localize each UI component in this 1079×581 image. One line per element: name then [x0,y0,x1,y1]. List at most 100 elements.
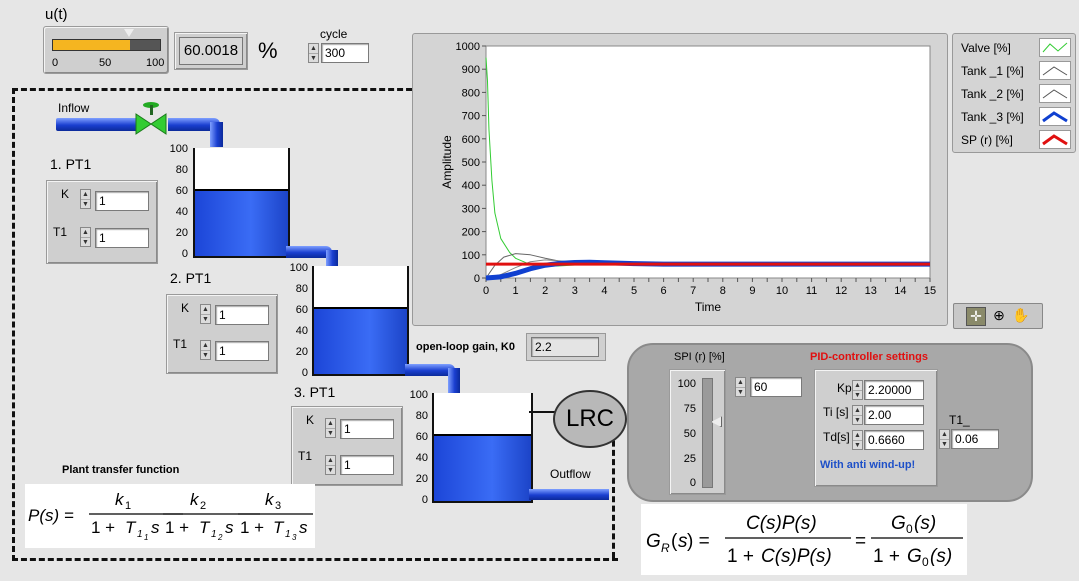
spi-field[interactable]: 60 [750,377,802,397]
tank2-title: 2. PT1 [170,270,212,286]
u-value-display: 60.0018 [174,32,248,70]
inflow-pipe-down [210,122,223,147]
x-tick-label: 12 [835,285,847,297]
svg-text:s: s [151,518,160,537]
legend-swatch [1039,130,1071,149]
inflow-pipe-2 [168,118,220,131]
tank2-t-field[interactable]: 1 [215,341,269,361]
graph-palette: ✛ ⊕ ✋ [953,303,1043,329]
svg-text:1: 1 [285,529,291,540]
legend-item[interactable]: Tank _3 [%] [953,105,1075,128]
pid-title: PID-controller settings [810,351,928,363]
y-tick-label: 100 [462,250,480,262]
svg-text:s: s [299,518,308,537]
y-tick-label: 900 [462,64,480,76]
x-tick-label: 4 [601,285,607,297]
tank1-k-field[interactable]: 1 [95,191,149,211]
tank1-water [195,189,288,256]
spi-slider-track[interactable] [702,378,713,488]
tank3-params: K ▲▼ 1 T1 ▲▼ 1 [291,406,403,486]
svg-text:s: s [225,518,234,537]
t1-field[interactable]: 0.06 [951,429,999,449]
inflow-pipe [56,118,138,131]
cursor-tool-icon[interactable]: ✛ [966,307,986,326]
legend-item[interactable]: Valve [%] [953,36,1075,59]
tank2-t-label: T1 [173,337,188,351]
x-tick-label: 13 [865,285,877,297]
tank1-t-spinner[interactable]: ▲▼ [80,227,91,247]
x-tick-label: 2 [542,285,548,297]
u-unit: % [258,38,278,63]
legend-swatch [1039,107,1071,126]
td-label: Td[s] [823,430,850,444]
tank3-k-spinner[interactable]: ▲▼ [325,418,336,438]
tank2-t-spinner[interactable]: ▲▼ [200,340,211,360]
spi-spinner[interactable]: ▲▼ [735,377,746,397]
y-axis-label: Amplitude [440,135,454,189]
svg-text:1 +: 1 + [240,518,264,537]
pan-hand-icon[interactable]: ✋ [1012,307,1030,323]
tank1-t-label: T1 [53,225,68,239]
y-tick-label: 500 [462,157,480,169]
tank1-k-label: K [61,187,70,201]
y-tick-label: 700 [462,111,480,123]
svg-text:1: 1 [137,529,143,540]
tank1-title: 1. PT1 [50,156,92,172]
legend-item[interactable]: Tank _2 [%] [953,82,1075,105]
svg-text:3: 3 [275,500,281,512]
tank2-k-spinner[interactable]: ▲▼ [200,304,211,324]
plant-frame-right [612,422,615,558]
tank1-params: K ▲▼ 1 T1 ▲▼ 1 [46,180,158,264]
ti-spinner[interactable]: ▲▼ [852,405,863,425]
antiwindup-label: With anti wind-up! [820,459,916,471]
svg-text:1: 1 [144,533,148,542]
svg-text:T: T [199,518,211,537]
svg-text:2: 2 [200,500,206,512]
tank1 [193,148,290,258]
kp-spinner[interactable]: ▲▼ [852,380,863,400]
x-tick-label: 15 [924,285,936,297]
u-slider[interactable]: 0 50 100 [43,26,169,74]
tank2-params: K ▲▼ 1 T1 ▲▼ 1 [166,294,278,374]
tank1-k-spinner[interactable]: ▲▼ [80,189,91,209]
x-tick-label: 14 [894,285,906,297]
u-tick-100: 100 [146,57,165,69]
u-slider-thumb[interactable] [124,29,135,37]
zoom-tool-icon[interactable]: ⊕ [993,307,1005,323]
kp-field[interactable]: 2.20000 [864,380,924,400]
u-label: u(t) [45,6,68,23]
plant-frame [12,88,618,561]
svg-text:1 +: 1 + [165,518,189,537]
svg-text:T: T [125,518,137,537]
td-field[interactable]: 0.6660 [864,430,924,450]
y-tick-label: 300 [462,203,480,215]
tank3-t-field[interactable]: 1 [340,455,394,475]
x-tick-label: 11 [806,285,817,297]
t1-spinner[interactable]: ▲▼ [939,429,950,449]
td-spinner[interactable]: ▲▼ [852,430,863,450]
plant-transfer-label: Plant transfer function [62,464,180,476]
spi-label: SPI (r) [%] [674,351,725,363]
outflow-pipe [529,489,609,500]
tank3-k-field[interactable]: 1 [340,419,394,439]
tank3-t-spinner[interactable]: ▲▼ [325,455,336,475]
svg-text:1 +: 1 + [873,546,900,567]
tank3-water [434,434,531,501]
legend-item[interactable]: SP (r) [%] [953,128,1075,151]
tank2-k-field[interactable]: 1 [215,305,269,325]
cycle-label: cycle [320,27,348,41]
outflow-label: Outflow [550,467,591,481]
tank1-t-field[interactable]: 1 [95,228,149,248]
cycle-field[interactable]: 300 [321,43,369,63]
ti-field[interactable]: 2.00 [864,405,924,425]
x-tick-label: 3 [572,285,578,297]
legend-item[interactable]: Tank _1 [%] [953,59,1075,82]
y-tick-label: 400 [462,180,480,192]
x-tick-label: 1 [513,285,519,297]
cycle-spinner[interactable]: ▲▼ [308,43,319,63]
valve-icon[interactable] [134,100,174,136]
